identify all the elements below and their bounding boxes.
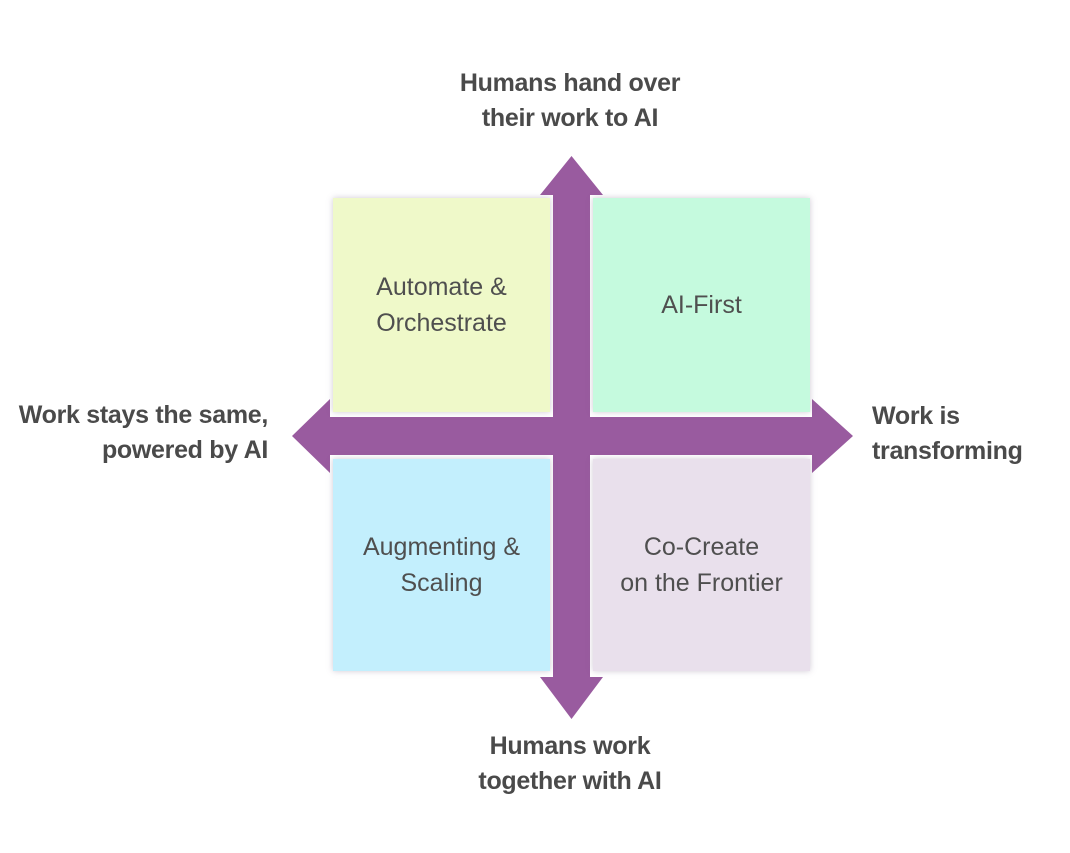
quadrant-bottom-right: Co-Create on the Frontier — [593, 459, 810, 671]
quadrant-label: AI-First — [661, 291, 742, 319]
quadrant-label: Automate & Orchestrate — [376, 273, 507, 337]
quadrant-top-left: Automate & Orchestrate — [333, 198, 550, 412]
horizontal-double-arrow — [292, 399, 853, 473]
axis-label-bottom: Humans work together with AI — [478, 732, 662, 795]
quadrant-label: Co-Create on the Frontier — [620, 533, 783, 597]
axis-label-right: Work is transforming — [872, 402, 1023, 465]
quadrant-bottom-left: Augmenting & Scaling — [333, 459, 550, 671]
quadrant-top-right: AI-First — [593, 198, 810, 412]
quadrant-label: Augmenting & Scaling — [362, 533, 521, 597]
arrow-fill-layer — [292, 156, 853, 719]
axis-label-top: Humans hand over their work to AI — [459, 69, 681, 132]
axis-label-left: Work stays the same, powered by AI — [18, 401, 269, 464]
